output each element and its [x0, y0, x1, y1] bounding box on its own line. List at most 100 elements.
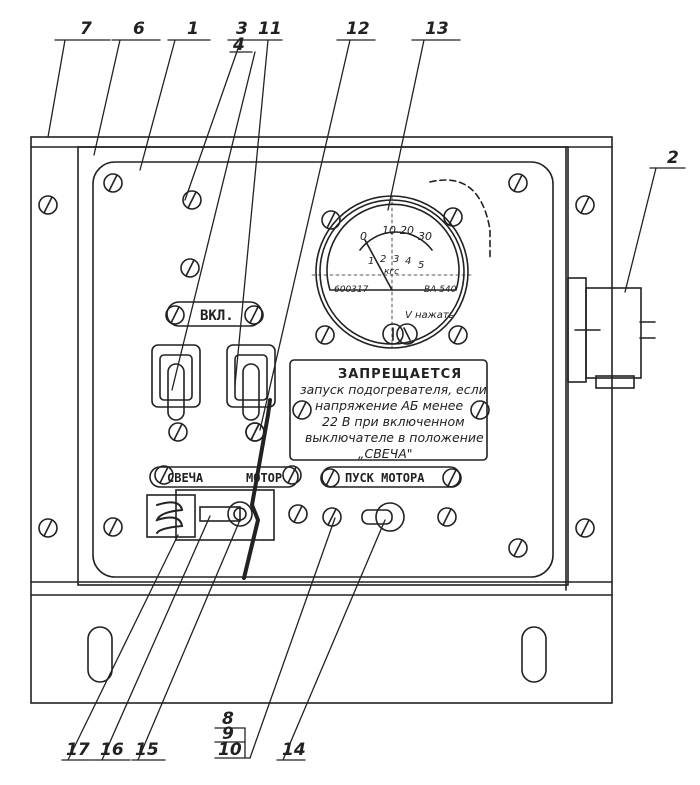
- screw: [508, 173, 528, 193]
- meter-tick-10: 10: [382, 224, 396, 237]
- screw: [38, 195, 58, 215]
- warning-line-4: выключателе в положение: [305, 430, 484, 445]
- leader-lines: [47, 39, 686, 761]
- pusk-label: ПУСК МОТОРА: [345, 471, 425, 485]
- screw: [168, 422, 188, 442]
- side-connector-box: [567, 277, 656, 389]
- screw-slot: [108, 174, 118, 192]
- callout-6: 6: [133, 19, 145, 39]
- meter-unit: кгс: [384, 267, 399, 277]
- start-motor-button[interactable]: [361, 502, 405, 532]
- screw-slot: [43, 196, 53, 214]
- toggle-switch-left[interactable]: [151, 344, 201, 421]
- screw-slot: [453, 326, 463, 344]
- screw-slot: [325, 469, 335, 487]
- meter-tick-3: 3: [393, 254, 399, 265]
- screw-slot: [447, 469, 457, 487]
- warning-line-1: запуск подогревателя, если: [300, 382, 487, 397]
- svecha-motor-plate: [149, 466, 299, 488]
- screw-slot: [326, 211, 336, 229]
- callout-8: 8: [222, 709, 234, 729]
- callout-2: 2: [667, 148, 679, 168]
- screw: [288, 504, 308, 524]
- screw: [508, 538, 528, 558]
- meter-tick-1: 1: [368, 256, 374, 267]
- meter-tick-0: 0: [360, 230, 367, 243]
- screw: [321, 210, 341, 230]
- mounting-slot: [87, 626, 113, 683]
- screw: [575, 518, 595, 538]
- meter-tick-30: 30: [418, 230, 432, 243]
- callout-11: 11: [258, 19, 282, 39]
- warning-line-3: 22 В при включенном: [322, 414, 465, 429]
- meter-tick-4: 4: [405, 256, 411, 267]
- vkl-label: ВКЛ.: [200, 308, 234, 324]
- callout-13: 13: [425, 19, 449, 39]
- screw-slot: [250, 423, 260, 441]
- screw-slot: [297, 401, 307, 419]
- meter-button-label: V нажать: [405, 310, 455, 321]
- enclosure: [30, 136, 613, 704]
- screw: [244, 305, 264, 325]
- screw: [38, 518, 58, 538]
- svecha-label: СВЕЧА: [167, 471, 204, 485]
- screw-slot: [185, 259, 195, 277]
- screw: [154, 465, 174, 485]
- screw-slot: [475, 401, 485, 419]
- screw-slot: [320, 326, 330, 344]
- screw-slot: [173, 423, 183, 441]
- screw-slot: [327, 508, 337, 526]
- meter-button[interactable]: [382, 323, 404, 345]
- callout-12: 12: [346, 19, 370, 39]
- screw: [165, 305, 185, 325]
- motor-label: МОТОР: [246, 471, 282, 485]
- screw-slot: [249, 306, 259, 324]
- meter-model-right: ВА 540: [424, 285, 457, 295]
- screw-slot: [580, 196, 590, 214]
- meter-tick-5: 5: [418, 260, 424, 271]
- screw: [575, 195, 595, 215]
- screw: [182, 190, 202, 210]
- meter-needle: [364, 239, 393, 291]
- callout-1: 1: [187, 19, 199, 39]
- screw: [448, 325, 468, 345]
- screw-slot: [442, 508, 452, 526]
- screw-slot: [170, 306, 180, 324]
- callout-7: 7: [80, 19, 92, 39]
- callout-14: 14: [282, 740, 306, 760]
- screw-slot: [580, 519, 590, 537]
- warning-line-5: „СВЕЧА": [358, 446, 413, 461]
- warning-plate: [289, 359, 488, 461]
- callout-3: 3: [236, 19, 248, 39]
- glow-plug-switch[interactable]: [146, 489, 275, 541]
- callout-10: 10: [218, 740, 242, 760]
- screw-slot: [187, 191, 197, 209]
- warning-title: ЗАПРЕЩАЕТСЯ: [338, 367, 462, 382]
- screws: [38, 173, 595, 558]
- screw-slot: [293, 505, 303, 523]
- screw: [470, 400, 490, 420]
- screw: [282, 465, 302, 485]
- screw: [180, 258, 200, 278]
- meter-tick-20: 20: [400, 224, 414, 237]
- callout-16: 16: [100, 740, 124, 760]
- pusk-plate: [321, 466, 461, 488]
- toggle-switch-right[interactable]: [226, 344, 276, 421]
- meter-model-left: 600317: [334, 285, 369, 295]
- screw-slot: [159, 466, 169, 484]
- screw-slot: [43, 519, 53, 537]
- warning-line-2: напряжение АБ менее: [315, 398, 463, 413]
- callout-9: 9: [222, 724, 234, 744]
- callout-17: 17: [66, 740, 90, 760]
- meter-tick-2: 2: [380, 254, 386, 265]
- screw-slot: [513, 539, 523, 557]
- screw: [103, 173, 123, 193]
- screw: [437, 507, 457, 527]
- vkl-plate: [166, 301, 263, 327]
- screw: [292, 400, 312, 420]
- mounting-slot: [521, 626, 547, 683]
- screw-slot: [513, 174, 523, 192]
- screw: [103, 517, 123, 537]
- callout-15: 15: [135, 740, 159, 760]
